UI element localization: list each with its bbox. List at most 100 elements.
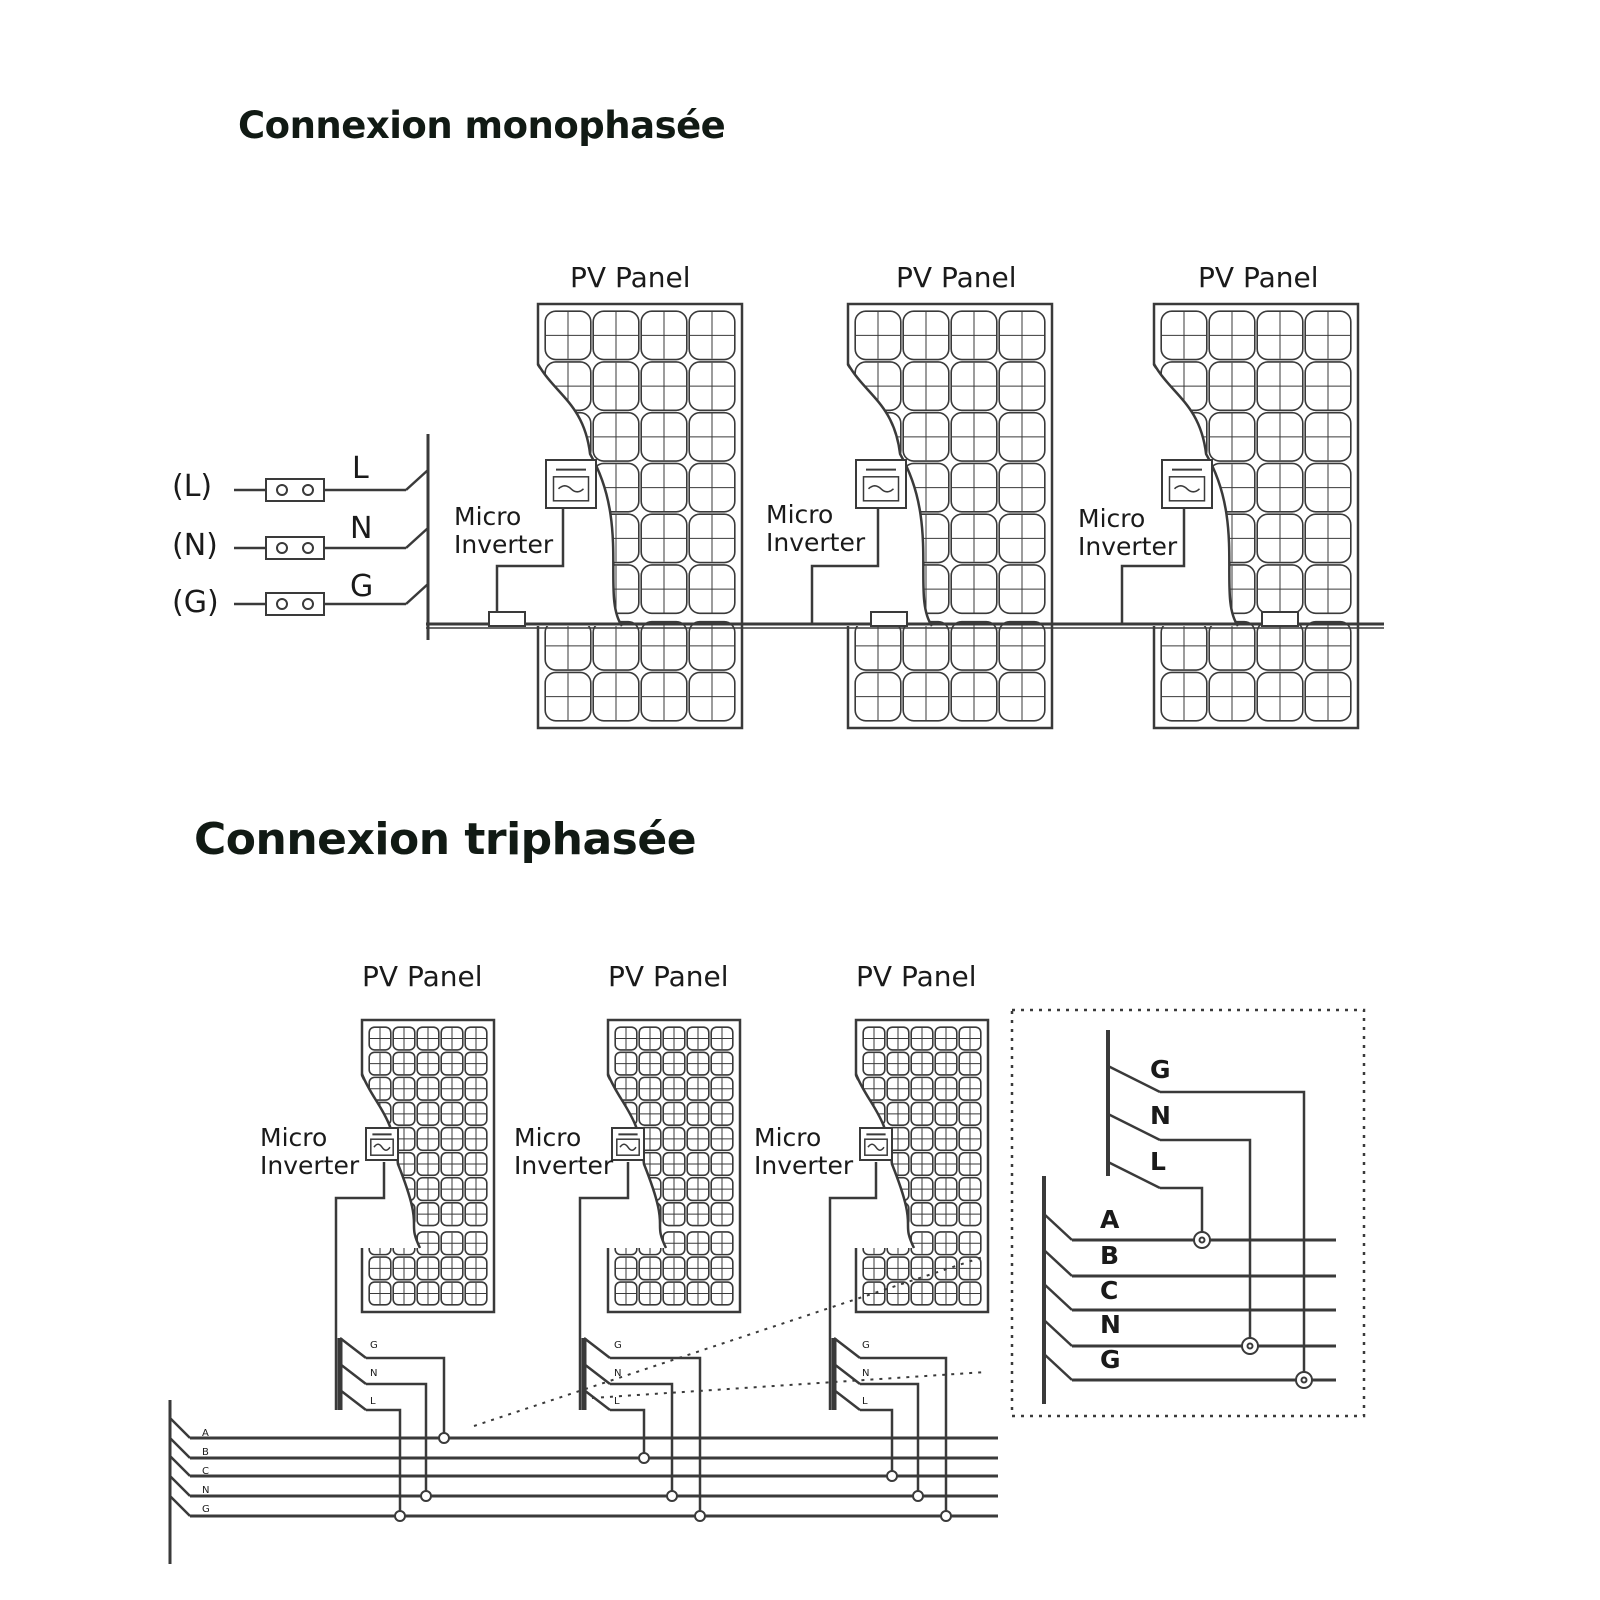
micro-inverter-label: Inverter — [1078, 532, 1178, 561]
inverter-drop-cable — [1120, 508, 1186, 624]
sine-wave-icon — [373, 1143, 391, 1151]
bus-switch — [169, 1455, 191, 1477]
drop-wire — [366, 1382, 428, 1496]
detail-bus-switch — [1043, 1213, 1073, 1241]
inverter-drop-cable — [810, 508, 880, 624]
detail-box — [1010, 1008, 1366, 1418]
detail-label-n: N — [1150, 1101, 1171, 1130]
sine-wave-icon — [1173, 485, 1201, 493]
detail-bus-switch — [1043, 1353, 1073, 1381]
detail-switch — [1107, 1064, 1161, 1094]
drop-wire — [610, 1356, 702, 1516]
inverter-drop-cable — [495, 508, 565, 624]
connector-block — [265, 536, 325, 560]
connector-pin — [302, 484, 314, 496]
connector-pin — [276, 542, 288, 554]
inverter-drop-cable — [828, 1162, 878, 1410]
bus-switch — [169, 1495, 191, 1517]
drop-label-g: G — [370, 1340, 378, 1351]
trunk-connector — [870, 611, 908, 627]
inverter-drop-cable — [578, 1162, 630, 1410]
switch-contact — [405, 527, 429, 549]
micro-inverter-label: Micro — [1078, 504, 1145, 533]
pv-panel — [854, 1018, 990, 1314]
detail-switch — [1107, 1112, 1161, 1142]
detail-label-l: L — [1150, 1147, 1166, 1176]
drop-wire — [366, 1408, 402, 1516]
detail-bus-label-g: G — [1100, 1345, 1121, 1374]
drop-switch — [583, 1337, 611, 1359]
drop-wire — [860, 1408, 894, 1476]
connector-pin — [276, 484, 288, 496]
detail-junction-center — [1300, 1376, 1308, 1384]
junction-dot — [638, 1452, 650, 1464]
micro-inverter-label: Micro — [514, 1123, 581, 1152]
zoom-guide-line — [591, 1371, 987, 1399]
detail-bus-switch — [1043, 1249, 1073, 1277]
pv-panels — [360, 302, 1360, 1314]
drop-switch — [833, 1389, 861, 1411]
connector-pin — [302, 598, 314, 610]
switch-contact — [405, 469, 429, 491]
detail-bus-label-c: C — [1100, 1276, 1118, 1305]
drop-wire — [366, 1356, 446, 1438]
micro-inverter-label: Inverter — [454, 530, 554, 559]
junction-dot — [394, 1510, 406, 1522]
pv-panel-label: PV Panel — [362, 960, 482, 993]
three-phase-title: Connexion triphasée — [194, 814, 697, 865]
micro-inverter-label: Micro — [260, 1123, 327, 1152]
detail-wire — [1160, 1090, 1306, 1380]
sine-wave-icon — [557, 485, 585, 493]
pv-panel-label: PV Panel — [608, 960, 728, 993]
single-phase-title: Connexion monophasée — [238, 104, 726, 147]
detail-switch — [1107, 1160, 1161, 1190]
detail-wire — [1160, 1138, 1252, 1346]
micro-inverter-label: Micro — [766, 500, 833, 529]
single-phase-section: PV Panel PV Panel PV Panel Micro Inverte… — [172, 261, 1318, 620]
inverter-drop-cable — [334, 1162, 386, 1410]
connector-pin — [276, 598, 288, 610]
trunk-connector — [488, 611, 526, 627]
drop-label-n: N — [370, 1368, 377, 1379]
terminal-label-n: (N) — [172, 528, 218, 563]
trunk-connector — [1261, 611, 1299, 627]
sine-wave-icon — [619, 1143, 637, 1151]
bus-switch — [169, 1475, 191, 1497]
pv-panel — [1152, 302, 1360, 730]
drop-wire — [610, 1408, 646, 1458]
panel-notch-edge — [606, 1073, 668, 1249]
drop-switch — [339, 1337, 367, 1359]
connector-pin — [302, 542, 314, 554]
connector-block — [265, 478, 325, 502]
drop-label-n: N — [862, 1368, 869, 1379]
pv-panel — [536, 302, 744, 730]
drop-label-l: L — [862, 1396, 868, 1407]
bus-switch — [169, 1417, 191, 1439]
micro-inverter-label: Inverter — [260, 1151, 360, 1180]
micro-inverter-label: Micro — [454, 502, 521, 531]
switch-contact — [405, 583, 429, 605]
junction-dot — [912, 1490, 924, 1502]
drop-label-l: L — [370, 1396, 376, 1407]
drop-switch — [339, 1389, 367, 1411]
bus-label-g: G — [202, 1504, 210, 1515]
bus-label-a: A — [202, 1428, 209, 1439]
three-phase-section: PV Panel PV Panel PV Panel Micro Inverte… — [202, 960, 1171, 1515]
terminal-label-g: (G) — [172, 585, 219, 620]
drop-switch — [833, 1337, 861, 1359]
drop-switch — [339, 1363, 367, 1385]
line-label-g: G — [350, 569, 373, 604]
detail-bus-label-a: A — [1100, 1205, 1120, 1234]
junction-dot — [438, 1432, 450, 1444]
detail-junction-center — [1198, 1236, 1206, 1244]
detail-wire — [1160, 1186, 1204, 1240]
sine-wave-icon — [867, 485, 895, 493]
junction-dot — [940, 1510, 952, 1522]
junction-dot — [666, 1490, 678, 1502]
junction-dot — [886, 1470, 898, 1482]
drop-wire — [860, 1382, 920, 1496]
bus-label-c: C — [202, 1466, 209, 1477]
pv-panel — [606, 1018, 742, 1314]
detail-bus-label-b: B — [1100, 1241, 1119, 1270]
